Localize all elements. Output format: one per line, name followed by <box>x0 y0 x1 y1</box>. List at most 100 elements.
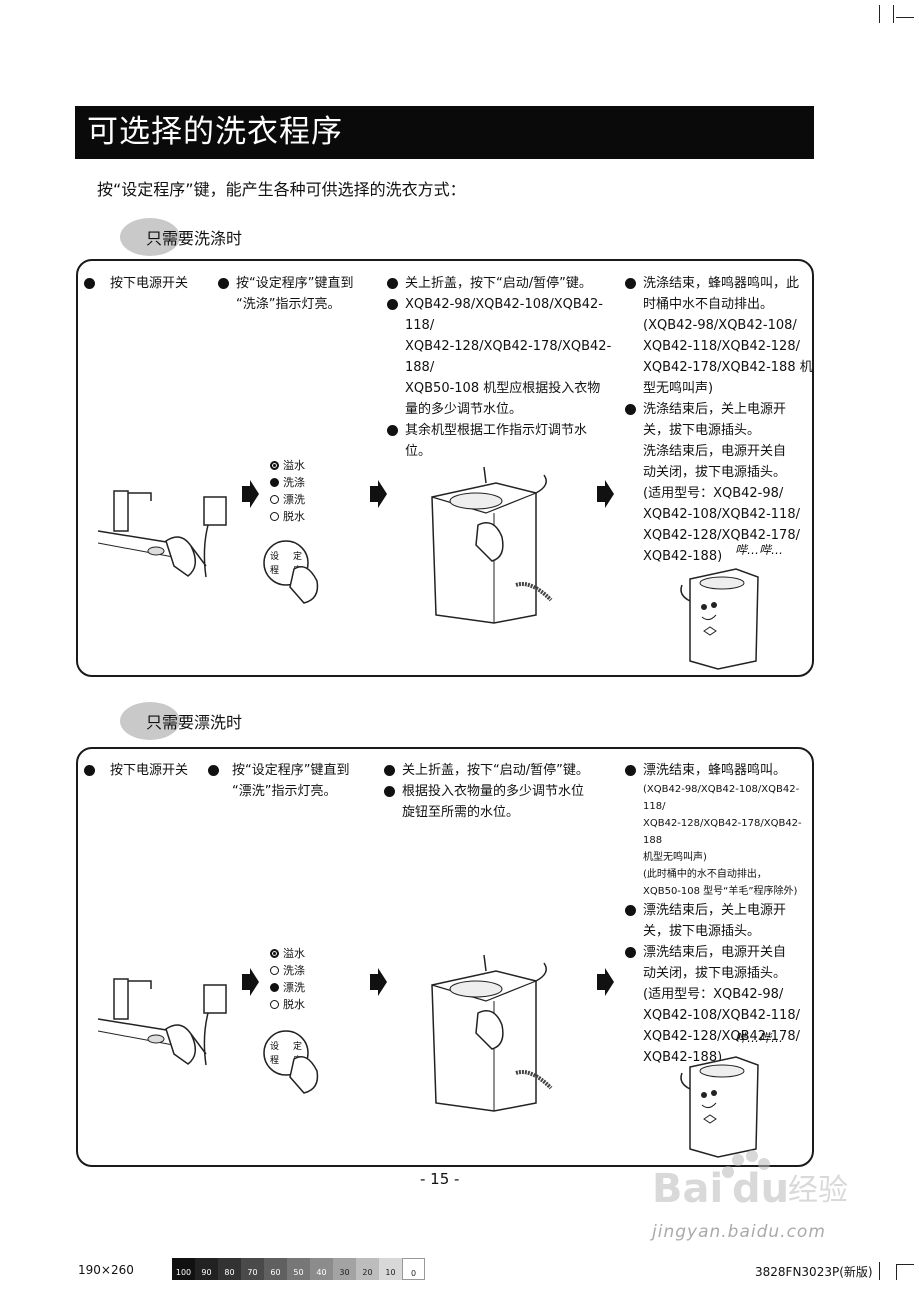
step-text: 按下电源开关 <box>110 763 189 778</box>
grayscale-swatch: 90 <box>195 1258 218 1280</box>
beep-text: 哔…哔… <box>735 543 784 557</box>
program-indicators: 溢水 洗涤 漂洗 脱水 <box>270 945 305 1013</box>
step-text: 量的多少调节水位。 <box>405 402 523 417</box>
step-text: 关，拔下电源插头。 <box>643 423 761 438</box>
power-switch-illustration <box>97 490 207 577</box>
step-text: XQB42-128/XQB42-178/ <box>643 528 800 543</box>
watermark-url: jingyan.baidu.com <box>652 1222 826 1242</box>
step-text: XQB42-108/XQB42-118/ <box>643 507 800 522</box>
section-label-wash: 只需要洗涤时 <box>146 229 243 248</box>
crop-mark <box>896 1264 897 1280</box>
svg-text:Bai: Bai <box>652 1166 723 1212</box>
step-text: (XQB42-98/XQB42-108/ <box>643 318 797 333</box>
step-text: XQB42-128/XQB42-178/XQB42-188/ <box>405 339 612 375</box>
step-text: 动关闭，拔下电源插头。 <box>643 465 787 480</box>
rinse-only-panel: 按下电源开关 按“设定程序”键直到“漂洗”指示灯亮。 关上折盖，按下“启动/暂停… <box>76 747 814 1167</box>
set-program-button-illustration: 设 定 程 序 <box>263 540 319 604</box>
grayscale-swatch: 80 <box>218 1258 241 1280</box>
grayscale-swatch: 20 <box>356 1258 379 1280</box>
step-text: 型无鸣叫声) <box>643 381 714 396</box>
step-text: (适用型号：XQB42-98/ <box>643 486 784 501</box>
footer-model-code: 3828FN3023P(新版) <box>755 1265 873 1279</box>
step-text: (适用型号：XQB42-98/ <box>643 987 784 1002</box>
step-text: 位。 <box>405 444 432 459</box>
step-text: 旋钮至所需的水位。 <box>402 805 520 820</box>
step-text: XQB42-178/XQB42-188 机 <box>643 360 813 375</box>
section-label-rinse: 只需要漂洗时 <box>146 713 243 732</box>
grayscale-swatch: 0 <box>402 1258 425 1280</box>
happy-washer-mascot <box>680 1056 759 1158</box>
step-text: XQB42-98/XQB42-108/XQB42-118/ <box>405 297 603 333</box>
grayscale-swatch: 30 <box>333 1258 356 1280</box>
crop-mark <box>896 1264 914 1265</box>
step-text: 其余机型根据工作指示灯调节水 <box>405 423 588 438</box>
svg-text:设: 设 <box>270 551 279 562</box>
arrow-right-icon <box>370 480 387 508</box>
svg-text:定: 定 <box>293 550 302 562</box>
step-text: XQB42-188) <box>643 549 723 564</box>
step-text: 根据投入衣物量的多少调节水位 <box>402 784 585 799</box>
crop-mark <box>893 5 894 23</box>
step-3: 关上折盖，按下“启动/暂停”键。 根据投入衣物量的多少调节水位 旋钮至所需的水位… <box>384 760 620 823</box>
step-note: (XQB42-98/XQB42-108/XQB42-118/ <box>643 784 800 812</box>
step-text: XQB42-128/XQB42-178/ <box>643 1029 800 1044</box>
happy-washer-mascot <box>680 568 759 670</box>
grayscale-swatch: 10 <box>379 1258 402 1280</box>
indicator-wash: 洗涤 <box>270 962 305 979</box>
step-note: XQB50-108 型号“羊毛”程序除外) <box>643 886 798 897</box>
step-note: 机型无鸣叫声) <box>643 852 707 863</box>
indicator-rinse: 漂洗 <box>270 979 305 996</box>
crop-mark <box>879 1262 880 1280</box>
step-text: 关，拔下电源插头。 <box>643 924 761 939</box>
svg-text:程: 程 <box>270 1055 279 1066</box>
washing-machine-illustration <box>431 954 553 1112</box>
power-plug-illustration <box>203 496 227 578</box>
wash-only-panel: 按下电源开关 按“设定程序”键直到“洗涤”指示灯亮。 关上折盖，按下“启动/暂停… <box>76 259 814 677</box>
grayscale-swatch: 60 <box>264 1258 287 1280</box>
indicator-overflow: 溢水 <box>270 457 305 474</box>
step-4: 洗涤结束，蜂鸣器鸣叫，此 时桶中水不自动排出。 (XQB42-98/XQB42-… <box>625 273 815 567</box>
step-note: (此时桶中的水不自动排出， <box>643 869 767 880</box>
step-2: 按“设定程序”键直到“漂洗”指示灯亮。 <box>208 760 383 802</box>
indicator-rinse: 漂洗 <box>270 491 305 508</box>
step-text: “漂洗”指示灯亮。 <box>232 784 337 799</box>
grayscale-swatch: 40 <box>310 1258 333 1280</box>
arrow-right-icon <box>597 968 614 996</box>
svg-text:程: 程 <box>270 565 279 576</box>
grayscale-swatch: 100 <box>172 1258 195 1280</box>
washing-machine-illustration <box>431 466 553 624</box>
power-plug-illustration <box>203 984 227 1066</box>
grayscale-bar: 100 90 80 70 60 50 40 30 20 10 0 <box>172 1258 425 1280</box>
step-text: 洗涤结束后，关上电源开 <box>643 402 787 417</box>
svg-text:设: 设 <box>270 1041 279 1052</box>
step-text: 漂洗结束后，关上电源开 <box>643 903 787 918</box>
program-indicators: 溢水 洗涤 漂洗 脱水 <box>270 457 305 525</box>
indicator-overflow: 溢水 <box>270 945 305 962</box>
step-2: 按“设定程序”键直到“洗涤”指示灯亮。 <box>218 273 378 315</box>
step-text: XQB42-108/XQB42-118/ <box>643 1008 800 1023</box>
step-3: 关上折盖，按下“启动/暂停”键。 XQB42-98/XQB42-108/XQB4… <box>387 273 619 462</box>
crop-mark <box>896 17 914 18</box>
beep-text: 哔…哔… <box>735 1031 784 1045</box>
step-text: 时桶中水不自动排出。 <box>643 297 774 312</box>
page-number: - 15 - <box>420 1170 460 1188</box>
step-text: XQB50-108 机型应根据投入衣物 <box>405 381 601 396</box>
step-text: 漂洗结束，蜂鸣器鸣叫。 <box>643 763 787 778</box>
step-text: 洗涤结束后，电源开关自 <box>643 444 787 459</box>
step-1: 按下电源开关 <box>84 760 214 781</box>
footer-size: 190×260 <box>78 1263 134 1277</box>
grayscale-swatch: 70 <box>241 1258 264 1280</box>
intro-text: 按“设定程序”键，能产生各种可供选择的洗衣方式： <box>97 180 466 199</box>
step-text: 关上折盖，按下“启动/暂停”键。 <box>405 276 592 291</box>
step-1: 按下电源开关 <box>84 273 214 294</box>
arrow-right-icon <box>370 968 387 996</box>
page-title: 可选择的洗衣程序 <box>75 106 814 159</box>
step-text: XQB42-188) <box>643 1050 723 1065</box>
step-note: XQB42-128/XQB42-178/XQB42-188 <box>643 818 802 846</box>
step-text: 按下电源开关 <box>110 276 189 291</box>
svg-text:经验: 经验 <box>788 1173 848 1208</box>
svg-text:定: 定 <box>293 1040 302 1052</box>
step-text: 漂洗结束后，电源开关自 <box>643 945 787 960</box>
section-label-blob <box>120 702 180 740</box>
step-text: 动关闭，拔下电源插头。 <box>643 966 787 981</box>
